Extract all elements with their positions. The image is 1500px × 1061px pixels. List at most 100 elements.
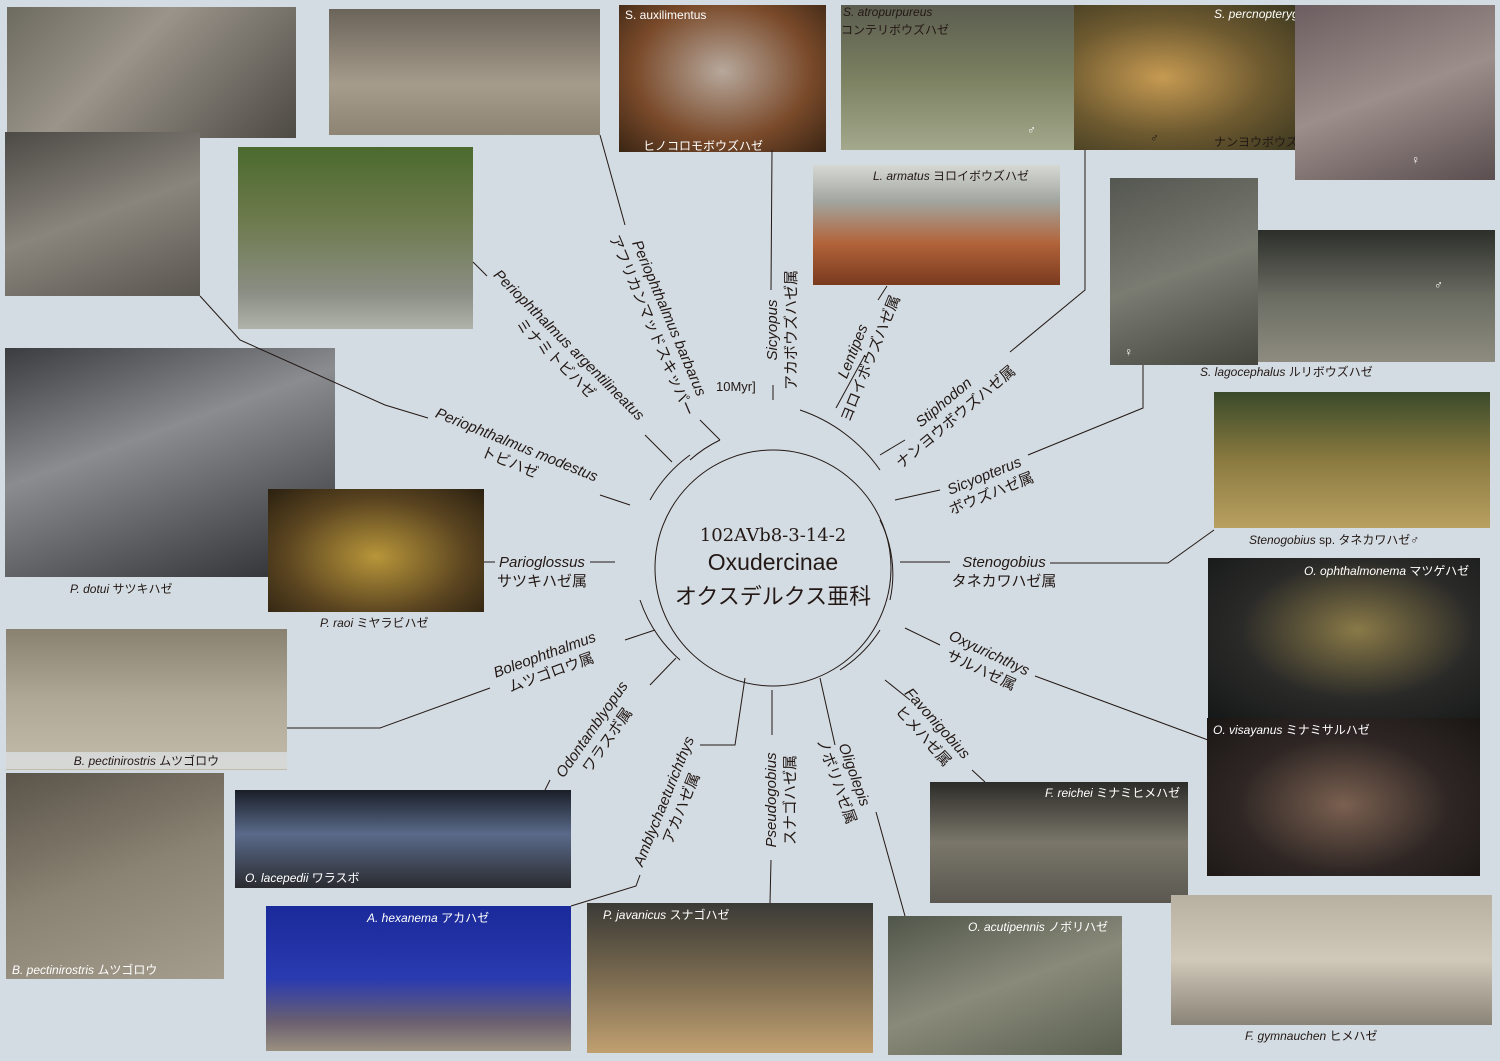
tree-arc bbox=[649, 454, 691, 501]
photo-connector bbox=[1027, 365, 1144, 456]
photo-connector bbox=[770, 149, 773, 291]
photo-lagocephalus-female: ♀ bbox=[1110, 178, 1258, 365]
photo-pectinirostris-2: B. pectinirostris ムツゴロウ bbox=[6, 773, 224, 979]
caption-gymnauchen: F. gymnauchen ヒメハゼ bbox=[1245, 1027, 1378, 1044]
tree-branch bbox=[700, 677, 746, 746]
tree-arc bbox=[879, 519, 894, 601]
caption-latin: S. auxilimentus bbox=[625, 8, 707, 22]
caption-latin: O. acutipennis bbox=[968, 920, 1045, 934]
tree-branch bbox=[819, 677, 836, 746]
caption: A. hexanema アカハゼ bbox=[367, 909, 489, 926]
caption-ja: アカハゼ bbox=[441, 911, 490, 925]
female-symbol: ♀ bbox=[1124, 345, 1133, 359]
caption-ja: ムツゴロウ bbox=[159, 754, 220, 768]
caption: O. ophthalmonema マツゲハゼ bbox=[1304, 562, 1469, 579]
photo-reichei: F. reichei ミナミヒメハゼ bbox=[930, 782, 1188, 903]
photo-visayanus: O. visayanus ミナミサルハゼ bbox=[1207, 718, 1480, 876]
tree-branch bbox=[649, 657, 677, 686]
clade-latin: Pseudogobius bbox=[763, 752, 780, 848]
photo-stenogobius bbox=[1214, 392, 1490, 528]
clade-ja: タネカワハゼ属 bbox=[951, 573, 1057, 590]
photo-connector bbox=[199, 295, 429, 419]
caption: F. reichei ミナミヒメハゼ bbox=[1045, 784, 1180, 801]
caption-ja: ルリボウズハゼ bbox=[1288, 365, 1373, 379]
caption-latin: L. armatus bbox=[873, 169, 930, 183]
caption-dotui: P. dotui サツキハゼ bbox=[70, 580, 173, 597]
caption-latin: Stenogobius bbox=[1249, 533, 1316, 547]
clade-label-parioglossus: Parioglossus サツキハゼ属 bbox=[497, 553, 587, 591]
caption-latin: B. pectinirostris bbox=[73, 754, 156, 768]
caption-ja: サツキハゼ bbox=[112, 582, 173, 596]
caption-stenogobius: Stenogobius sp. タネカワハゼ♂ bbox=[1249, 531, 1419, 548]
photo-lacepedii: O. lacepedii ワラスボ bbox=[235, 790, 571, 888]
clade-ja: アカボウズハゼ属 bbox=[783, 269, 800, 391]
photo-mudskipper-1 bbox=[7, 7, 296, 138]
photo-connector bbox=[1009, 150, 1086, 353]
caption-ja: マツゲハゼ bbox=[1409, 564, 1470, 578]
classification-code: 102AVb8-3-14-2 bbox=[699, 525, 847, 546]
clade-ja: サツキハゼ属 bbox=[496, 573, 588, 590]
clade-ja: スナゴハゼ属 bbox=[782, 754, 799, 846]
caption-ja: ヒメハゼ bbox=[1329, 1029, 1378, 1043]
caption-latin: S. atropurpureus bbox=[843, 5, 933, 19]
caption-ja: ミナミヒメハゼ bbox=[1096, 786, 1181, 800]
caption-latin: P. dotui bbox=[70, 582, 110, 596]
subfamily-title: 102AVb8-3-14-2 Oxudercinae オクスデルクス亜科 bbox=[675, 525, 871, 611]
tree-branch bbox=[644, 434, 673, 463]
male-symbol: ♂ bbox=[1027, 123, 1036, 137]
photo-connector bbox=[875, 811, 906, 917]
caption-ja: sp. タネカワハゼ♂ bbox=[1319, 533, 1420, 547]
caption-latin: O. ophthalmonema bbox=[1304, 564, 1407, 578]
photo-acutipennis: O. acutipennis ノボリハゼ bbox=[888, 916, 1122, 1055]
photo-lagocephalus-male: ♂ bbox=[1258, 230, 1495, 362]
caption: O. acutipennis ノボリハゼ bbox=[968, 918, 1108, 935]
caption-latin: O. visayanus bbox=[1213, 723, 1283, 737]
caption-lagocephalus: S. lagocephalus ルリボウズハゼ bbox=[1200, 363, 1373, 380]
photo-hexanema: A. hexanema アカハゼ bbox=[266, 906, 571, 1051]
caption: L. armatus ヨロイボウズハゼ bbox=[873, 167, 1029, 184]
photo-percnopterygionus-male: S. percnopterygionus ♂ ナンヨウボウズハゼ bbox=[1074, 5, 1295, 150]
subfamily-japanese: オクスデルクス亜科 bbox=[674, 584, 872, 609]
photo-gymnauchen bbox=[1171, 895, 1492, 1025]
photo-connector bbox=[1050, 529, 1215, 564]
tree-arc bbox=[839, 629, 881, 671]
scale-bar-label: 10Myr] bbox=[716, 379, 756, 394]
caption-ja: スナゴハゼ bbox=[669, 908, 730, 922]
clade-latin: Parioglossus bbox=[499, 554, 585, 571]
tree-branch bbox=[879, 439, 906, 456]
photo-connector bbox=[287, 687, 491, 729]
photo-javanicus: P. javanicus スナゴハゼ bbox=[587, 903, 873, 1053]
photo-connector bbox=[472, 261, 488, 277]
photo-percnopterygionus-female: ♀ bbox=[1295, 5, 1495, 180]
photo-mudskipper-2 bbox=[5, 132, 200, 296]
caption-latin: O. lacepedii bbox=[245, 871, 309, 885]
photo-barbarus bbox=[329, 9, 600, 135]
caption-ja: ノボリハゼ bbox=[1048, 920, 1109, 934]
caption-ja: ヨロイボウズハゼ bbox=[933, 169, 1030, 183]
tree-branch bbox=[894, 489, 941, 501]
caption-latin: F. gymnauchen bbox=[1245, 1029, 1327, 1043]
caption-ja: ナンヨウボウズハゼ bbox=[1214, 135, 1295, 149]
subfamily-latin: Oxudercinae bbox=[707, 549, 839, 575]
tree-branch bbox=[877, 285, 888, 301]
caption-latin: S. lagocephalus bbox=[1200, 365, 1286, 379]
clade-latin: Stenogobius bbox=[962, 554, 1046, 571]
clade-latin: Sicyopus bbox=[764, 299, 781, 361]
tree-branch bbox=[599, 494, 631, 506]
tree-branch bbox=[904, 627, 941, 646]
photo-connector bbox=[599, 134, 626, 226]
tree-branch bbox=[624, 629, 656, 641]
photo-auxilimentus: S. auxilimentus ヒノコロモボウズハゼ bbox=[619, 5, 826, 152]
caption-ja: ムツゴロウ bbox=[97, 963, 158, 977]
photo-argentilineatus bbox=[238, 147, 473, 329]
caption-ja: ヒノコロモボウズハゼ bbox=[643, 139, 764, 152]
caption-raoi: P. raoi ミヤラビハゼ bbox=[320, 614, 429, 631]
male-symbol: ♂ bbox=[1150, 131, 1159, 145]
tree-branch bbox=[884, 679, 911, 701]
caption-ja: コンテリボウズハゼ bbox=[841, 23, 950, 37]
photo-pectinirostris-1: B. pectinirostris ムツゴロウ bbox=[6, 629, 287, 770]
tree-arc bbox=[689, 439, 721, 461]
caption-latin: F. reichei bbox=[1045, 786, 1093, 800]
